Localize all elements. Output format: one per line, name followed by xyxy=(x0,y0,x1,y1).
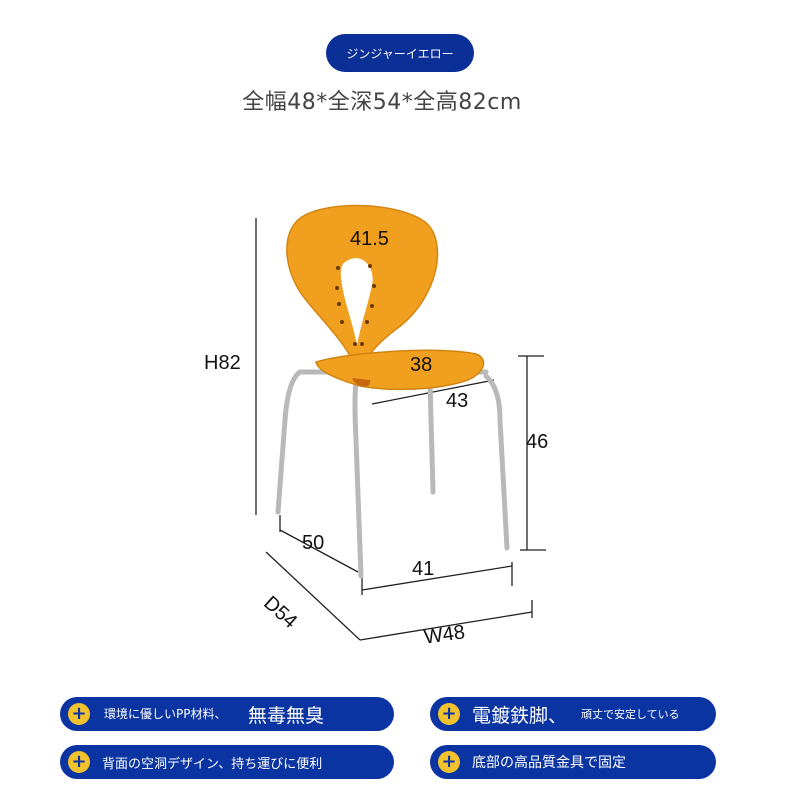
feature-text: 環境に優しいPP材料、 xyxy=(104,706,227,721)
feature-text: 背面の空洞デザイン、持ち運びに便利 xyxy=(102,756,323,772)
back-screws xyxy=(335,264,376,346)
chair-seat xyxy=(315,349,485,391)
feature-highlight: 無毒無臭 xyxy=(248,704,325,727)
plus-icon: + xyxy=(68,751,90,773)
plus-icon: + xyxy=(438,751,460,773)
dim-back-width: 41.5 xyxy=(350,228,389,250)
color-variant-badge: ジンジャーイエロー xyxy=(326,34,474,72)
feature-text: 頑丈で安定している xyxy=(581,707,680,721)
plus-icon: + xyxy=(68,703,90,725)
dim-seat-width: 43 xyxy=(446,390,469,412)
plus-icon: + xyxy=(438,703,460,725)
seat-bracket xyxy=(352,378,371,387)
feature-legs: + 電鍍鉄脚、 頑丈で安定している xyxy=(430,697,716,731)
dim-leg-width: 41 xyxy=(412,558,435,580)
width-line xyxy=(359,611,533,641)
feature-highlight: 電鍍鉄脚、 xyxy=(472,704,568,727)
back-hole xyxy=(340,258,373,345)
feature-material: + 環境に優しいPP材料、 無毒無臭 xyxy=(60,697,394,731)
dim-seat-depth: 38 xyxy=(410,354,433,376)
feature-hardware: + 底部の高品質金具で固定 xyxy=(430,745,716,779)
seat-width-line xyxy=(371,379,495,405)
overall-dimensions: 全幅48*全深54*全高82cm xyxy=(242,90,522,115)
leg-depth-line xyxy=(279,529,359,573)
dim-seat-height: 46 xyxy=(526,431,549,453)
feature-hollow-back: + 背面の空洞デザイン、持ち運びに便利 xyxy=(60,745,394,779)
leg-width-line xyxy=(361,565,513,591)
feature-text: 底部の高品質金具で固定 xyxy=(472,755,626,771)
depth-line xyxy=(265,551,361,641)
dim-leg-depth: 50 xyxy=(302,532,325,554)
dim-height: H82 xyxy=(204,352,241,374)
